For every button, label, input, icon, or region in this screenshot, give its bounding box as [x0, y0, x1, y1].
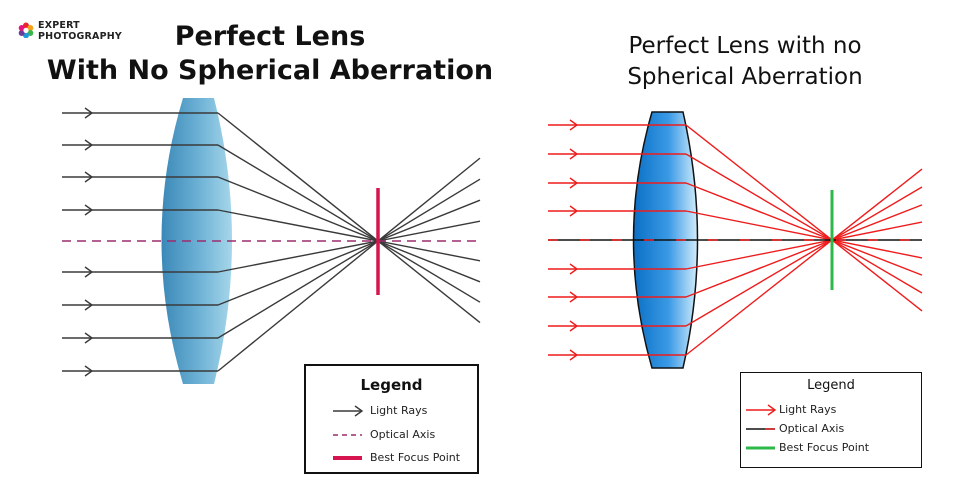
right-ray-arrowhead	[569, 119, 579, 131]
logo-line-1: EXPERT	[38, 20, 80, 31]
right-ray-arrowhead	[569, 263, 579, 275]
left-ray-refracted	[217, 112, 481, 324]
left-ray	[62, 139, 481, 303]
left-ray-arrowhead	[84, 171, 94, 183]
logo-flower-icon	[18, 22, 34, 38]
right-ray	[548, 177, 923, 276]
left-ray-arrowhead	[84, 332, 94, 344]
right-ray-arrowhead	[569, 291, 579, 303]
left-ray	[62, 107, 481, 324]
right-ray-arrowhead	[569, 349, 579, 361]
left-legend-item-optical-axis: Optical Axis	[370, 428, 436, 441]
right-legend-item-optical-axis: Optical Axis	[779, 422, 845, 435]
left-title-line-1: Perfect Lens	[174, 21, 366, 52]
right-legend-title: Legend	[807, 378, 855, 393]
left-ray-refracted	[217, 220, 481, 273]
left-ray-arrowhead	[84, 107, 94, 119]
right-lens-diagram	[548, 111, 923, 369]
right-legend-item-light-rays: Light Rays	[779, 403, 837, 416]
right-ray-refracted	[685, 221, 923, 270]
right-ray-arrowhead	[569, 320, 579, 332]
left-light-rays	[62, 107, 481, 377]
right-ray	[548, 221, 923, 275]
left-ray-refracted	[217, 144, 481, 303]
left-legend-title: Legend	[360, 376, 423, 394]
left-legend: Legend Light Rays Optical Axis Best Focu…	[304, 364, 479, 474]
left-ray	[62, 204, 481, 262]
right-title-line-2: Spherical Aberration	[627, 64, 863, 90]
left-legend-focus-bar-icon	[333, 456, 362, 460]
left-ray-refracted	[217, 157, 481, 372]
right-title-line-1: Perfect Lens with no	[628, 33, 862, 59]
right-legend: Legend Light Rays Optical Axis Best Focu…	[740, 372, 922, 468]
right-diagram-title: Perfect Lens with no Spherical Aberratio…	[555, 31, 935, 93]
right-ray-arrowhead	[569, 205, 579, 217]
left-ray-refracted	[217, 178, 481, 339]
left-legend-item-best-focus-point: Best Focus Point	[370, 451, 461, 464]
right-ray-refracted	[685, 204, 923, 298]
right-ray	[548, 148, 923, 294]
left-ray-arrowhead	[84, 139, 94, 151]
left-ray	[62, 171, 481, 283]
right-ray-refracted	[685, 153, 923, 294]
logo-text: EXPERT PHOTOGRAPHY	[38, 20, 122, 42]
left-legend-optical-axis-dash-icon	[333, 434, 362, 436]
left-diagram-title: Perfect Lens With No Spherical Aberratio…	[40, 20, 500, 88]
right-ray-refracted	[685, 124, 923, 312]
right-ray	[548, 119, 923, 312]
left-ray-arrowhead	[84, 299, 94, 311]
right-light-rays	[548, 119, 923, 361]
left-ray	[62, 178, 481, 344]
left-ray-refracted	[217, 199, 481, 306]
right-ray-arrowhead	[569, 148, 579, 160]
right-legend-focus-bar-icon	[746, 446, 775, 450]
right-ray-refracted	[685, 182, 923, 276]
left-title-line-2: With No Spherical Aberration	[46, 55, 494, 86]
left-ray-arrowhead	[84, 204, 94, 216]
left-ray-arrowhead	[84, 266, 94, 278]
right-ray-refracted	[685, 210, 923, 259]
left-lens	[161, 98, 232, 384]
right-ray	[548, 204, 923, 303]
right-ray-arrowhead	[569, 177, 579, 189]
left-ray	[62, 220, 481, 278]
left-ray-refracted	[217, 209, 481, 262]
right-ray	[548, 186, 923, 332]
left-legend-item-light-rays: Light Rays	[370, 404, 428, 417]
left-ray	[62, 199, 481, 311]
right-legend-light-ray-arrow-icon	[746, 404, 777, 416]
right-ray-refracted	[685, 186, 923, 327]
left-legend-light-ray-arrow-icon	[333, 405, 364, 417]
right-ray-refracted	[685, 168, 923, 356]
left-ray-arrowhead	[84, 365, 94, 377]
logo-line-2: PHOTOGRAPHY	[38, 31, 123, 42]
left-ray-refracted	[217, 176, 481, 283]
left-lens-diagram	[62, 98, 481, 384]
right-legend-item-best-focus-point: Best Focus Point	[779, 441, 870, 454]
right-ray	[548, 205, 923, 259]
expert-photography-logo: EXPERT PHOTOGRAPHY	[18, 20, 138, 46]
left-ray	[62, 157, 481, 377]
right-legend-optical-axis-line-icon	[746, 428, 775, 430]
right-ray	[548, 168, 923, 361]
